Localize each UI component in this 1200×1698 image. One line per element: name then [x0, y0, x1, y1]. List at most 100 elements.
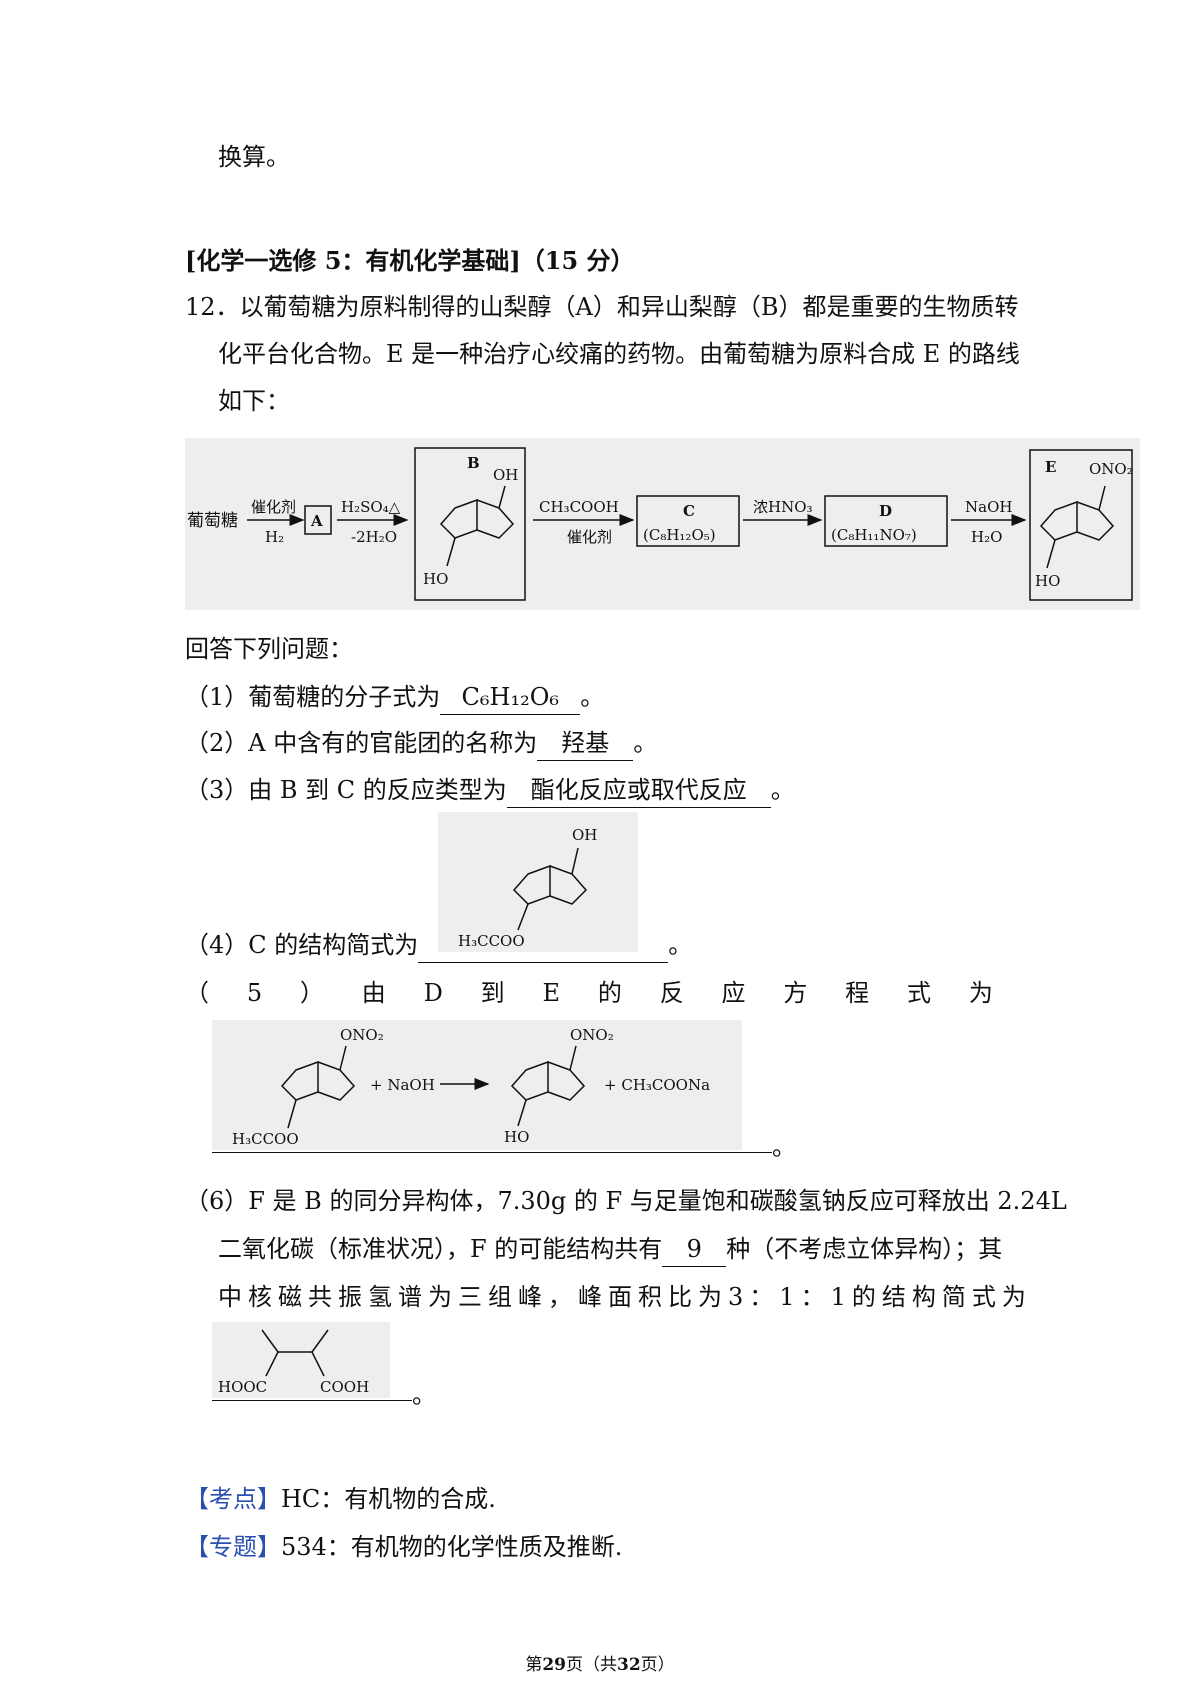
q5-product-ono2: ONO₂ [570, 1026, 614, 1044]
compound-a-label: A [310, 512, 323, 530]
q4-structure-background [438, 812, 638, 952]
compound-b-ho: HO [423, 570, 448, 588]
q5-byproduct: + CH₃COONa [604, 1076, 710, 1094]
compound-e-label: E [1045, 458, 1056, 476]
q5-char: 的 [597, 979, 622, 1007]
q5-answer-line [212, 1152, 772, 1153]
q6-structure: HOOC COOH [218, 1329, 369, 1396]
compound-e-box [1029, 449, 1133, 601]
compound-a-box [304, 505, 332, 535]
q6-structure-background [212, 1322, 390, 1398]
continuation-text: 换算。 [218, 143, 290, 171]
q6-char: 面 [608, 1283, 632, 1311]
q6-char: 为 [698, 1283, 722, 1311]
q6-char: 结 [881, 1283, 906, 1311]
q5-naoh: + NaOH [370, 1076, 435, 1094]
q3-text: （3）由 B 到 C 的反应类型为 [185, 776, 507, 804]
kaodian-tag: 【考点】 [185, 1485, 281, 1513]
q4-oh: OH [572, 826, 597, 844]
q2-text: （2）A 中含有的官能团的名称为 [185, 729, 538, 757]
subquestion-4: （4）C 的结构简式为 。 [185, 928, 692, 963]
compound-d-box [824, 495, 948, 547]
q4-end: 。 [668, 931, 693, 959]
step1-reagent-bottom: H₂ [265, 528, 284, 546]
q6-answer: 9 [662, 1232, 727, 1267]
compound-c-box [636, 495, 740, 547]
q5-end: 。 [772, 1133, 796, 1161]
footer-pre: 第 [525, 1655, 543, 1675]
q5-char: 5 [246, 979, 263, 1007]
step3-reagent-bottom: 催化剂 [567, 528, 612, 546]
q1-answer: C₆H₁₂O₆ [440, 680, 581, 715]
q6-char: 比 [668, 1283, 692, 1311]
footer-total-pages: 32 [617, 1655, 641, 1675]
q6-char: 简 [941, 1283, 966, 1311]
compound-c-label: C [683, 502, 695, 520]
zhuanti-line: 【专题】534：有机物的化学性质及推断. [185, 1530, 622, 1564]
scheme-background [185, 438, 1140, 610]
q6-char: 1 [830, 1283, 846, 1311]
compound-e-ho: HO [1035, 572, 1060, 590]
section-header: [化学一选修 5：有机化学基础]（15 分） [185, 246, 635, 275]
q6-char: 峰 [518, 1283, 542, 1311]
subquestion-6-line-1: （6）F 是 B 的同分异构体，7.30g 的 F 与足量饱和碳酸氢钠反应可释放… [185, 1187, 1067, 1215]
step5-reagent-bottom: H₂O [971, 528, 1002, 546]
q6-char: 1 [779, 1283, 795, 1311]
q6-end: 。 [412, 1381, 436, 1409]
q5-reactant-h3ccoo: H₃CCOO [232, 1130, 299, 1148]
q4-text: （4）C 的结构简式为 [185, 931, 419, 959]
q6-char: 磁 [278, 1283, 302, 1311]
step2-reagent-top: H₂SO₄△ [341, 498, 401, 516]
q4-h3ccoo: H₃CCOO [458, 932, 525, 950]
answers-intro: 回答下列问题： [185, 635, 353, 663]
compound-b-box [414, 447, 526, 601]
kaodian-line: 【考点】HC：有机物的合成. [185, 1482, 496, 1516]
subquestion-6-line-3: 中 核 磁 共 振 氢 谱 为 三 组 峰 ， 峰 面 积 比 为 3 ： 1 … [218, 1280, 1026, 1314]
q6-char: 的 [851, 1283, 876, 1311]
q1-text: （1）葡萄糖的分子式为 [185, 683, 441, 711]
q6-char: 峰 [578, 1283, 602, 1311]
subquestion-2: （2）A 中含有的官能团的名称为羟基。 [185, 726, 657, 761]
q5-reaction: ONO₂ + NaOH H₃CCOO ONO₂ HO + CH₃COONa [232, 1026, 710, 1148]
question-line-3: 如下： [218, 387, 290, 415]
q6-char: ： [749, 1283, 774, 1311]
zhuanti-text: 534：有机物的化学性质及推断. [281, 1533, 623, 1561]
q6-char: 中 [218, 1283, 242, 1311]
q5-char: E [542, 979, 561, 1007]
q6-char: 共 [308, 1283, 332, 1311]
q1-end: 。 [580, 683, 605, 711]
compound-d-label: D [879, 502, 892, 520]
q6-char: 三 [458, 1283, 482, 1311]
scheme-start: 葡萄糖 [187, 511, 238, 531]
step5-reagent-top: NaOH [965, 498, 1012, 516]
q5-char: 由 [361, 979, 386, 1007]
q6-hooc: HOOC [218, 1378, 267, 1396]
q2-answer: 羟基 [537, 726, 634, 761]
compound-d-formula: (C₈H₁₁NO₇) [831, 526, 917, 544]
step2-reagent-bottom: -2H₂O [351, 528, 397, 546]
footer-page-number: 29 [542, 1655, 566, 1675]
footer-post: 页） [640, 1655, 675, 1675]
subquestion-5: （ 5 ） 由 D 到 E 的 反 应 方 程 式 为 [185, 976, 993, 1010]
q5-char: 应 [721, 979, 746, 1007]
q5-char: （ [185, 979, 209, 1007]
kaodian-text: HC：有机物的合成. [281, 1485, 496, 1513]
page-footer: 第29页（共32页） [0, 1650, 1200, 1675]
q5-char: 为 [968, 979, 993, 1007]
q5-char: 反 [659, 979, 684, 1007]
q6-char: 组 [488, 1283, 512, 1311]
q5-char: 程 [845, 979, 870, 1007]
q5-product-ho: HO [504, 1128, 529, 1146]
q3-answer: 酯化反应或取代反应 [506, 773, 771, 808]
q4-structure: OH H₃CCOO [458, 826, 597, 950]
question-text-1: 以葡萄糖为原料制得的山梨醇（A）和异山梨醇（B）都是重要的生物质转 [239, 293, 1019, 321]
compound-e-ono2: ONO₂ [1089, 460, 1133, 478]
q6-char: 3 [728, 1283, 744, 1311]
q6-char: ， [548, 1283, 572, 1311]
q6-char: 积 [638, 1283, 662, 1311]
q6-char: 为 [1001, 1283, 1026, 1311]
q6-char: 核 [248, 1283, 272, 1311]
question-number: 12． [185, 293, 240, 321]
